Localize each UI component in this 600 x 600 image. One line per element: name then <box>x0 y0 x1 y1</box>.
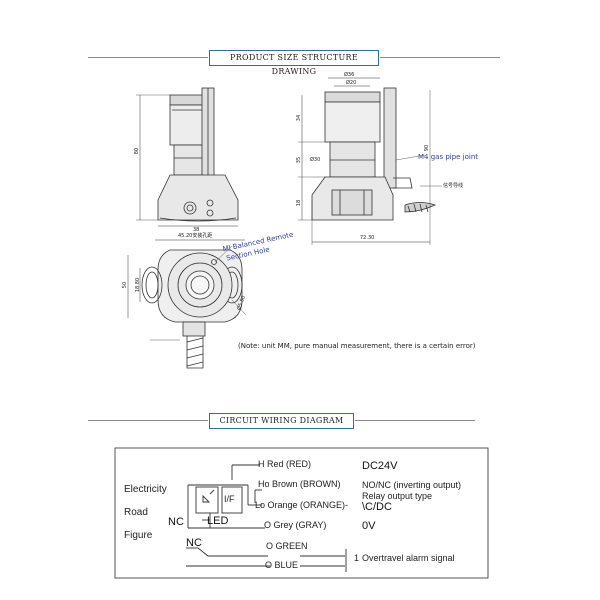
measurement-note: (Note: unit MM, pure manual measurement,… <box>238 342 476 350</box>
side-label-road: Road <box>124 507 148 518</box>
nc-upper-label: NC <box>168 516 184 528</box>
alarm-label: Overtravel alarm signal <box>362 553 455 563</box>
dim-front-width: 38 <box>193 227 200 233</box>
zero-volt-label: 0V <box>362 520 376 532</box>
top-view <box>127 239 247 369</box>
circuit-diagram <box>114 447 489 579</box>
dim-top-left: 50 <box>122 281 129 289</box>
output-label: NO/NC (inverting output) <box>362 480 462 490</box>
power-label: DC24V <box>362 460 398 472</box>
gas-joint-callout: M4 gas pipe joint <box>418 153 479 161</box>
dim-top-inner: 18.80 <box>135 277 142 293</box>
wire-grey: O Grey (GRAY) <box>264 520 327 530</box>
vf-label: I/F <box>224 494 235 504</box>
side-label-figure: Figure <box>124 530 153 541</box>
circuit-title: CIRCUIT WIRING DIAGRAM <box>219 416 344 425</box>
drawing-title-banner: PRODUCT SIZE STRUCTURE DRAWING <box>88 50 500 76</box>
dim-side-h1: 34 <box>296 114 303 122</box>
wire-red: H Red (RED) <box>258 459 312 469</box>
dim-side-dia-mid: Ø20 <box>346 80 357 86</box>
acdc-label: \C/DC <box>362 501 392 513</box>
dim-side-width: 72.30 <box>360 235 375 241</box>
wire-brown: Ho Brown (BROWN) <box>258 479 341 489</box>
dim-side-right: 90 <box>424 144 431 152</box>
signal-line-callout: 信号导线 <box>443 183 464 189</box>
circuit-title-banner: CIRCUIT WIRING DIAGRAM <box>88 413 475 429</box>
side-view <box>298 77 442 245</box>
dim-front-height: 80 <box>134 147 141 155</box>
alarm-number: 1 <box>354 553 360 563</box>
drawing-title: PRODUCT SIZE STRUCTURE DRAWING <box>230 53 358 76</box>
side-label-electricity: Electricity <box>124 484 167 495</box>
front-view <box>136 87 239 227</box>
wire-orange: Lo Orange (ORANGE)- <box>255 500 349 510</box>
wire-blue: O BLUE <box>265 560 299 570</box>
wire-green: O GREEN <box>266 541 308 551</box>
dim-top-mount: 45.20安装孔距 <box>178 233 213 239</box>
nc-lower-label: NC <box>186 537 202 549</box>
dim-side-dia-top: Ø36 <box>344 72 355 78</box>
dim-side-dia-lower: Ø30 <box>310 157 321 163</box>
relay-label: Relay output type <box>362 491 433 501</box>
dim-side-h2: 35 <box>296 156 303 164</box>
led-label: LED <box>207 515 229 527</box>
dim-side-h3: 18 <box>296 199 303 207</box>
